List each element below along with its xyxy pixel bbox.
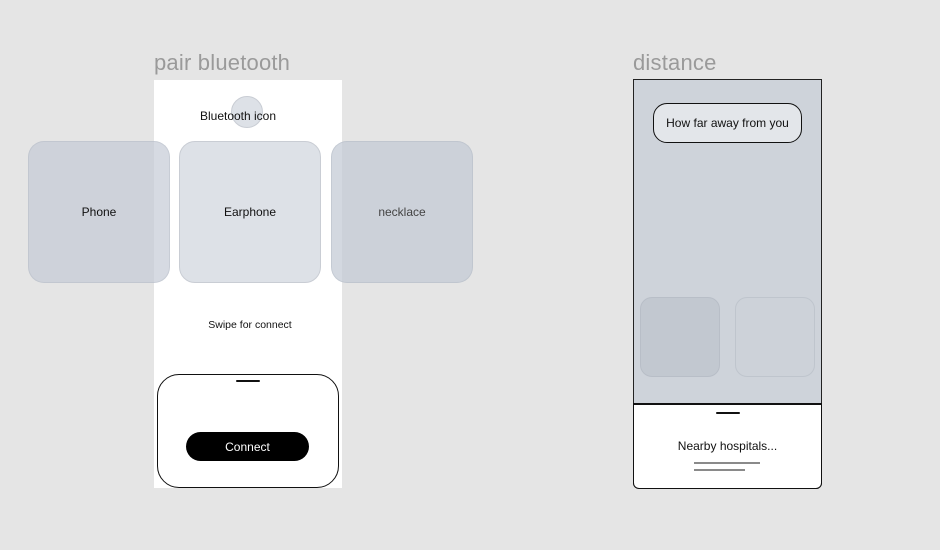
device-card-label: Phone xyxy=(81,205,117,219)
distance-card[interactable] xyxy=(640,297,720,377)
frame-title-distance: distance xyxy=(633,50,717,75)
device-card-necklace[interactable]: necklace xyxy=(331,141,473,283)
bluetooth-icon-label: Bluetooth icon xyxy=(199,109,277,123)
hospitals-bottom-sheet[interactable] xyxy=(633,403,822,489)
placeholder-line xyxy=(694,469,745,471)
placeholder-line xyxy=(694,462,760,464)
device-card-earphone[interactable]: Earphone xyxy=(179,141,321,283)
frame-title-pair: pair bluetooth xyxy=(154,50,291,75)
connect-bottom-sheet[interactable] xyxy=(157,374,339,488)
connect-button[interactable]: Connect xyxy=(186,432,309,461)
distance-card[interactable] xyxy=(735,297,815,377)
device-card-label: necklace xyxy=(378,205,426,219)
swipe-hint: Swipe for connect xyxy=(208,319,292,331)
sheet-drag-handle[interactable] xyxy=(236,380,260,382)
nearby-hospitals-text: Nearby hospitals... xyxy=(677,439,778,453)
device-card-phone[interactable]: Phone xyxy=(28,141,170,283)
device-card-label: Earphone xyxy=(223,205,277,219)
bluetooth-icon xyxy=(231,96,263,128)
distance-pill[interactable]: How far away from you xyxy=(653,103,802,143)
sheet-drag-handle[interactable] xyxy=(716,412,740,414)
